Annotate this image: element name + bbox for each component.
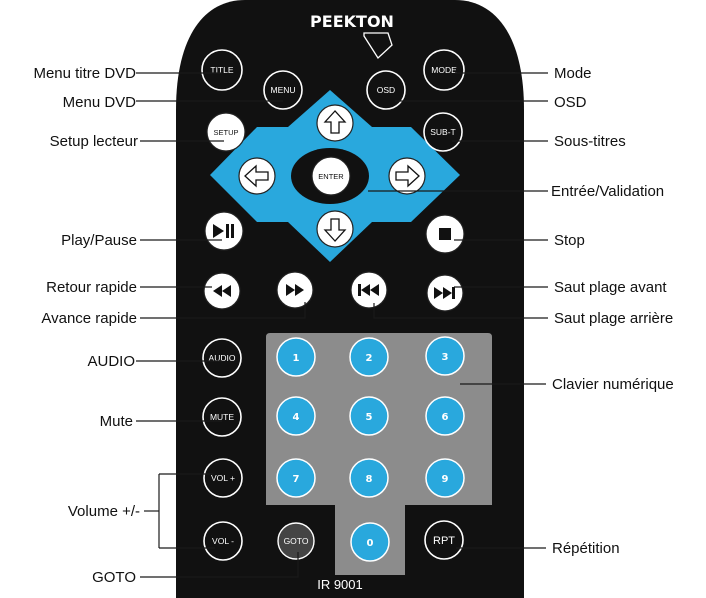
fast-forward-button[interactable] (276, 271, 314, 309)
number-key-0-label: 0 (367, 538, 374, 549)
leader-lines-left (136, 72, 306, 578)
audio-button-label: AUDIO (209, 353, 236, 363)
subtitle-button-label: SUB-T (430, 127, 456, 137)
menu-button[interactable]: MENU (263, 70, 303, 110)
mode-button[interactable]: MODE (423, 49, 465, 91)
label-osd: OSD (554, 94, 587, 111)
repeat-button[interactable]: RPT (424, 520, 464, 560)
number-key-8-label: 8 (366, 474, 373, 485)
number-key-6-label: 6 (442, 412, 449, 423)
play-pause-button[interactable] (204, 211, 244, 251)
number-key-1-label: 1 (293, 353, 300, 364)
title-button-label: TITLE (210, 65, 233, 75)
label-sous-titres: Sous-titres (554, 133, 626, 150)
label-menu-titre-dvd: Menu titre DVD (33, 65, 136, 82)
osd-button-label: OSD (377, 85, 395, 95)
arrow-down-button[interactable] (316, 210, 354, 248)
skip-forward-icon (434, 287, 455, 299)
label-mode: Mode (554, 65, 592, 82)
label-setup-lecteur: Setup lecteur (50, 133, 138, 150)
arrow-up-icon (323, 110, 347, 134)
label-retour-rapide: Retour rapide (46, 279, 137, 296)
mute-button-label: MUTE (210, 412, 234, 422)
skip-back-icon (358, 284, 379, 296)
mode-button-label: MODE (431, 65, 457, 75)
number-key-1[interactable]: 1 (276, 337, 316, 377)
goto-button-label: GOTO (284, 536, 309, 546)
volume-up-button[interactable]: VOL + (203, 458, 243, 498)
label-audio: AUDIO (87, 353, 135, 370)
number-key-0[interactable]: 0 (350, 522, 390, 562)
number-key-8[interactable]: 8 (349, 458, 389, 498)
label-stop: Stop (554, 232, 585, 249)
number-key-3-label: 3 (442, 352, 449, 363)
number-key-5[interactable]: 5 (349, 396, 389, 436)
number-key-3[interactable]: 3 (425, 336, 465, 376)
title-button[interactable]: TITLE (201, 49, 243, 91)
label-saut-plage-avant: Saut plage avant (554, 279, 667, 296)
label-saut-plage-arriere: Saut plage arrière (554, 310, 673, 327)
repeat-button-label: RPT (433, 535, 455, 547)
number-key-7-label: 7 (293, 474, 300, 485)
mute-button[interactable]: MUTE (202, 397, 242, 437)
label-play-pause: Play/Pause (61, 232, 137, 249)
arrow-left-icon (244, 164, 269, 188)
brand-emblem (363, 32, 393, 60)
number-key-6[interactable]: 6 (425, 396, 465, 436)
volume-down-button[interactable]: VOL - (203, 521, 243, 561)
arrow-down-icon (323, 218, 347, 242)
number-key-2-label: 2 (366, 353, 373, 364)
next-track-button[interactable] (426, 274, 464, 312)
number-key-9-label: 9 (442, 474, 449, 485)
number-key-5-label: 5 (366, 412, 373, 423)
leader-lines-right (368, 72, 548, 549)
rewind-button[interactable] (203, 272, 241, 310)
label-entree-validation: Entrée/Validation (551, 183, 664, 200)
audio-button[interactable]: AUDIO (202, 338, 242, 378)
label-volume: Volume +/- (68, 503, 140, 520)
previous-track-button[interactable] (350, 271, 388, 309)
volume-down-button-label: VOL - (212, 536, 234, 546)
label-goto: GOTO (92, 569, 136, 586)
stop-icon (439, 228, 451, 240)
setup-button[interactable]: SETUP (206, 112, 246, 152)
fast-forward-icon (286, 284, 304, 296)
label-menu-dvd: Menu DVD (63, 94, 137, 111)
label-repetition: Répétition (552, 540, 620, 557)
arrow-left-button[interactable] (238, 157, 276, 195)
arrow-right-button[interactable] (388, 157, 426, 195)
label-clavier-numerique: Clavier numérique (552, 376, 674, 393)
label-mute: Mute (100, 413, 133, 430)
goto-button[interactable]: GOTO (277, 522, 315, 560)
number-key-7[interactable]: 7 (276, 458, 316, 498)
enter-button-label: ENTER (318, 172, 344, 181)
osd-button[interactable]: OSD (366, 70, 406, 110)
enter-button[interactable]: ENTER (311, 156, 351, 196)
number-key-4-label: 4 (293, 412, 300, 423)
number-key-9[interactable]: 9 (425, 458, 465, 498)
numeric-keypad-panel (266, 333, 492, 575)
number-key-2[interactable]: 2 (349, 337, 389, 377)
stop-button[interactable] (425, 214, 465, 254)
setup-button-label: SETUP (213, 128, 238, 137)
arrow-up-button[interactable] (316, 104, 354, 142)
subtitle-button[interactable]: SUB-T (423, 112, 463, 152)
volume-up-button-label: VOL + (211, 473, 235, 483)
arrow-right-icon (395, 164, 420, 188)
label-avance-rapide: Avance rapide (41, 310, 137, 327)
number-key-4[interactable]: 4 (276, 396, 316, 436)
menu-button-label: MENU (270, 85, 295, 95)
model-label: IR 9001 (317, 577, 363, 592)
play-pause-icon (213, 224, 234, 238)
brand-logo: PEEKTON (310, 12, 394, 31)
rewind-icon (213, 285, 231, 297)
